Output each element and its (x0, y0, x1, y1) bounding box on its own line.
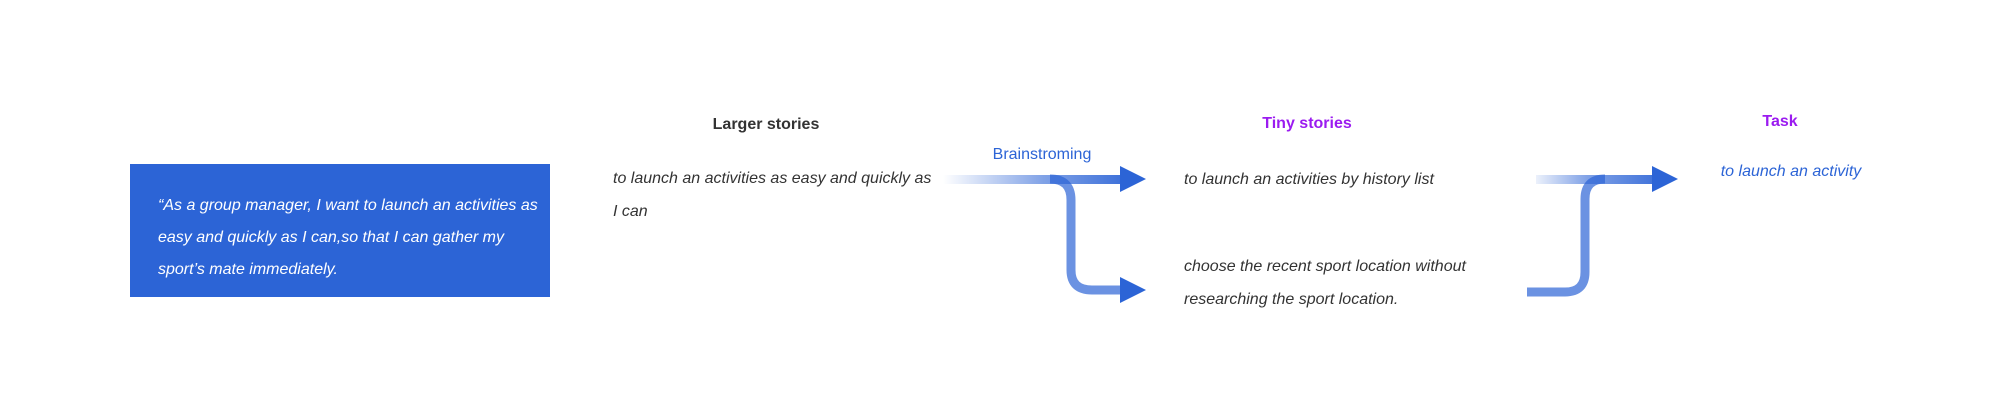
task-arrow (1527, 166, 1678, 297)
task-heading: Task (1762, 113, 1798, 130)
brainstorm-arrow-top (943, 166, 1146, 192)
user-story-text: “As a group manager, I want to launch an… (158, 197, 538, 278)
task-item: to launch an activity (1720, 163, 1862, 180)
larger-story-item: to launch an activities as easy and quic… (613, 170, 932, 220)
brainstorm-arrow-branch (1049, 174, 1146, 303)
tiny-story-item: choose the recent sport location without… (1184, 258, 1466, 308)
larger-stories-heading: Larger stories (712, 116, 820, 133)
tiny-stories-heading: Tiny stories (1262, 115, 1352, 132)
tiny-story-item: to launch an activities by history list (1184, 171, 1434, 188)
brainstorming-label: Brainstroming (992, 146, 1092, 163)
user-story-card: “As a group manager, I want to launch an… (130, 164, 550, 297)
